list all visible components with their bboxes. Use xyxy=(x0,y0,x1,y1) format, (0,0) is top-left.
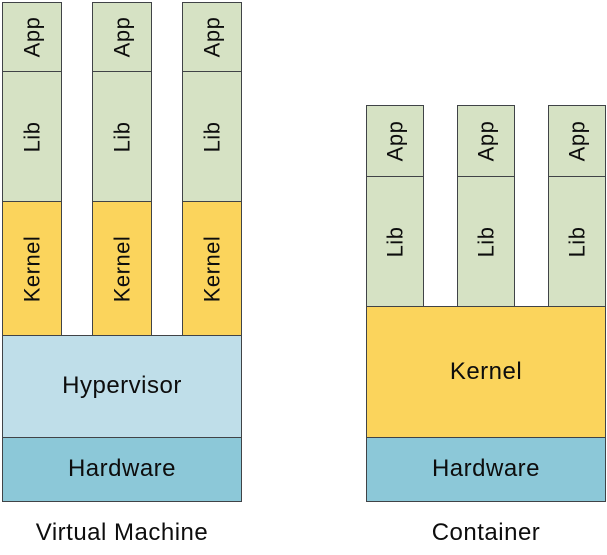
container-app-block: App xyxy=(458,106,514,176)
container-lib-label: Lib xyxy=(381,226,407,257)
container-lib-label: Lib xyxy=(563,226,589,257)
container-hardware-label: Hardware xyxy=(431,455,541,483)
vm-app-block: App xyxy=(183,3,241,71)
container-lib-label: Lib xyxy=(472,226,498,257)
vm-stack-1: App Lib Kernel xyxy=(2,2,62,336)
vm-app-block: App xyxy=(3,3,61,71)
container-stack-1: App Lib xyxy=(366,105,424,307)
vm-hardware-label: Hardware xyxy=(67,455,177,483)
container-app-block: App xyxy=(367,106,423,176)
container-lib-block: Lib xyxy=(367,176,423,306)
container-lib-block: Lib xyxy=(458,176,514,306)
vm-caption: Virtual Machine xyxy=(35,519,209,546)
hypervisor-block: Hypervisor xyxy=(2,334,242,438)
vm-hardware-block: Hardware xyxy=(2,436,242,502)
vm-lib-block: Lib xyxy=(3,71,61,201)
vm-lib-label: Lib xyxy=(198,121,224,152)
vm-kernel-label: Kernel xyxy=(109,235,134,302)
vm-app-label: App xyxy=(19,16,44,58)
vm-stack-3: App Lib Kernel xyxy=(182,2,242,336)
container-caption: Container xyxy=(431,519,541,546)
container-app-label: App xyxy=(382,120,407,162)
vm-app-block: App xyxy=(93,3,151,71)
hypervisor-label: Hypervisor xyxy=(62,372,182,400)
container-lib-block: Lib xyxy=(549,176,605,306)
vm-kernel-block: Kernel xyxy=(183,201,241,335)
vm-lib-label: Lib xyxy=(108,121,134,152)
container-stack-2: App Lib xyxy=(457,105,515,307)
vm-lib-label: Lib xyxy=(18,121,44,152)
vm-kernel-block: Kernel xyxy=(93,201,151,335)
vm-kernel-label: Kernel xyxy=(19,235,44,302)
container-kernel-block: Kernel xyxy=(366,305,606,438)
container-hardware-block: Hardware xyxy=(366,436,606,502)
vm-kernel-block: Kernel xyxy=(3,201,61,335)
vm-app-label: App xyxy=(199,16,224,58)
vm-stack-2: App Lib Kernel xyxy=(92,2,152,336)
container-kernel-label: Kernel xyxy=(449,357,523,385)
container-app-block: App xyxy=(549,106,605,176)
vm-lib-block: Lib xyxy=(183,71,241,201)
vm-lib-block: Lib xyxy=(93,71,151,201)
container-app-label: App xyxy=(473,120,498,162)
vm-app-label: App xyxy=(109,16,134,58)
vm-kernel-label: Kernel xyxy=(199,235,224,302)
container-stack-3: App Lib xyxy=(548,105,606,307)
container-app-label: App xyxy=(564,120,589,162)
